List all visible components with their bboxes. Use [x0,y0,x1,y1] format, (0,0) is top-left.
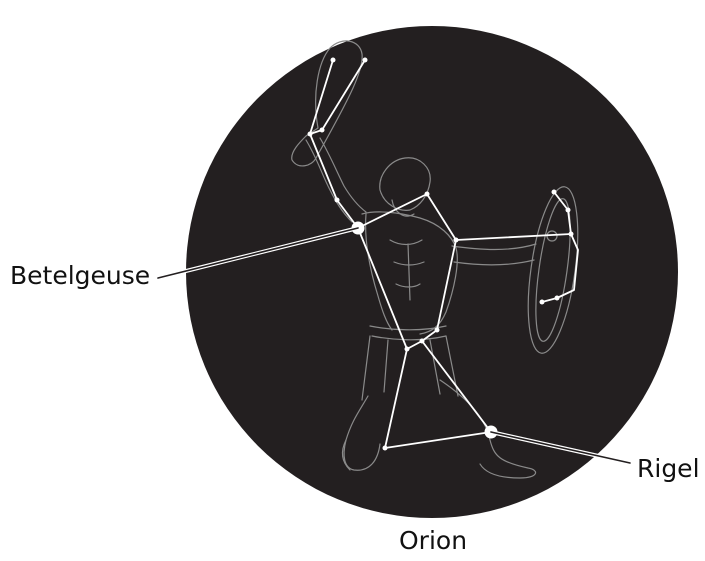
star [454,238,459,243]
betelgeuse-label: Betelgeuse [10,263,150,288]
rigel-label: Rigel [637,456,700,481]
star [308,132,313,137]
constellation-name-label: Orion [399,528,467,553]
star [383,446,388,451]
star [569,232,574,237]
star [320,128,325,133]
star [552,190,557,195]
star [363,58,368,63]
star [566,208,571,213]
star [335,198,340,203]
star [435,328,440,333]
star [405,347,410,352]
star [540,300,545,305]
star [420,339,425,344]
star [425,192,430,197]
star [555,296,560,301]
sky-circle [186,26,678,518]
star [331,58,336,63]
